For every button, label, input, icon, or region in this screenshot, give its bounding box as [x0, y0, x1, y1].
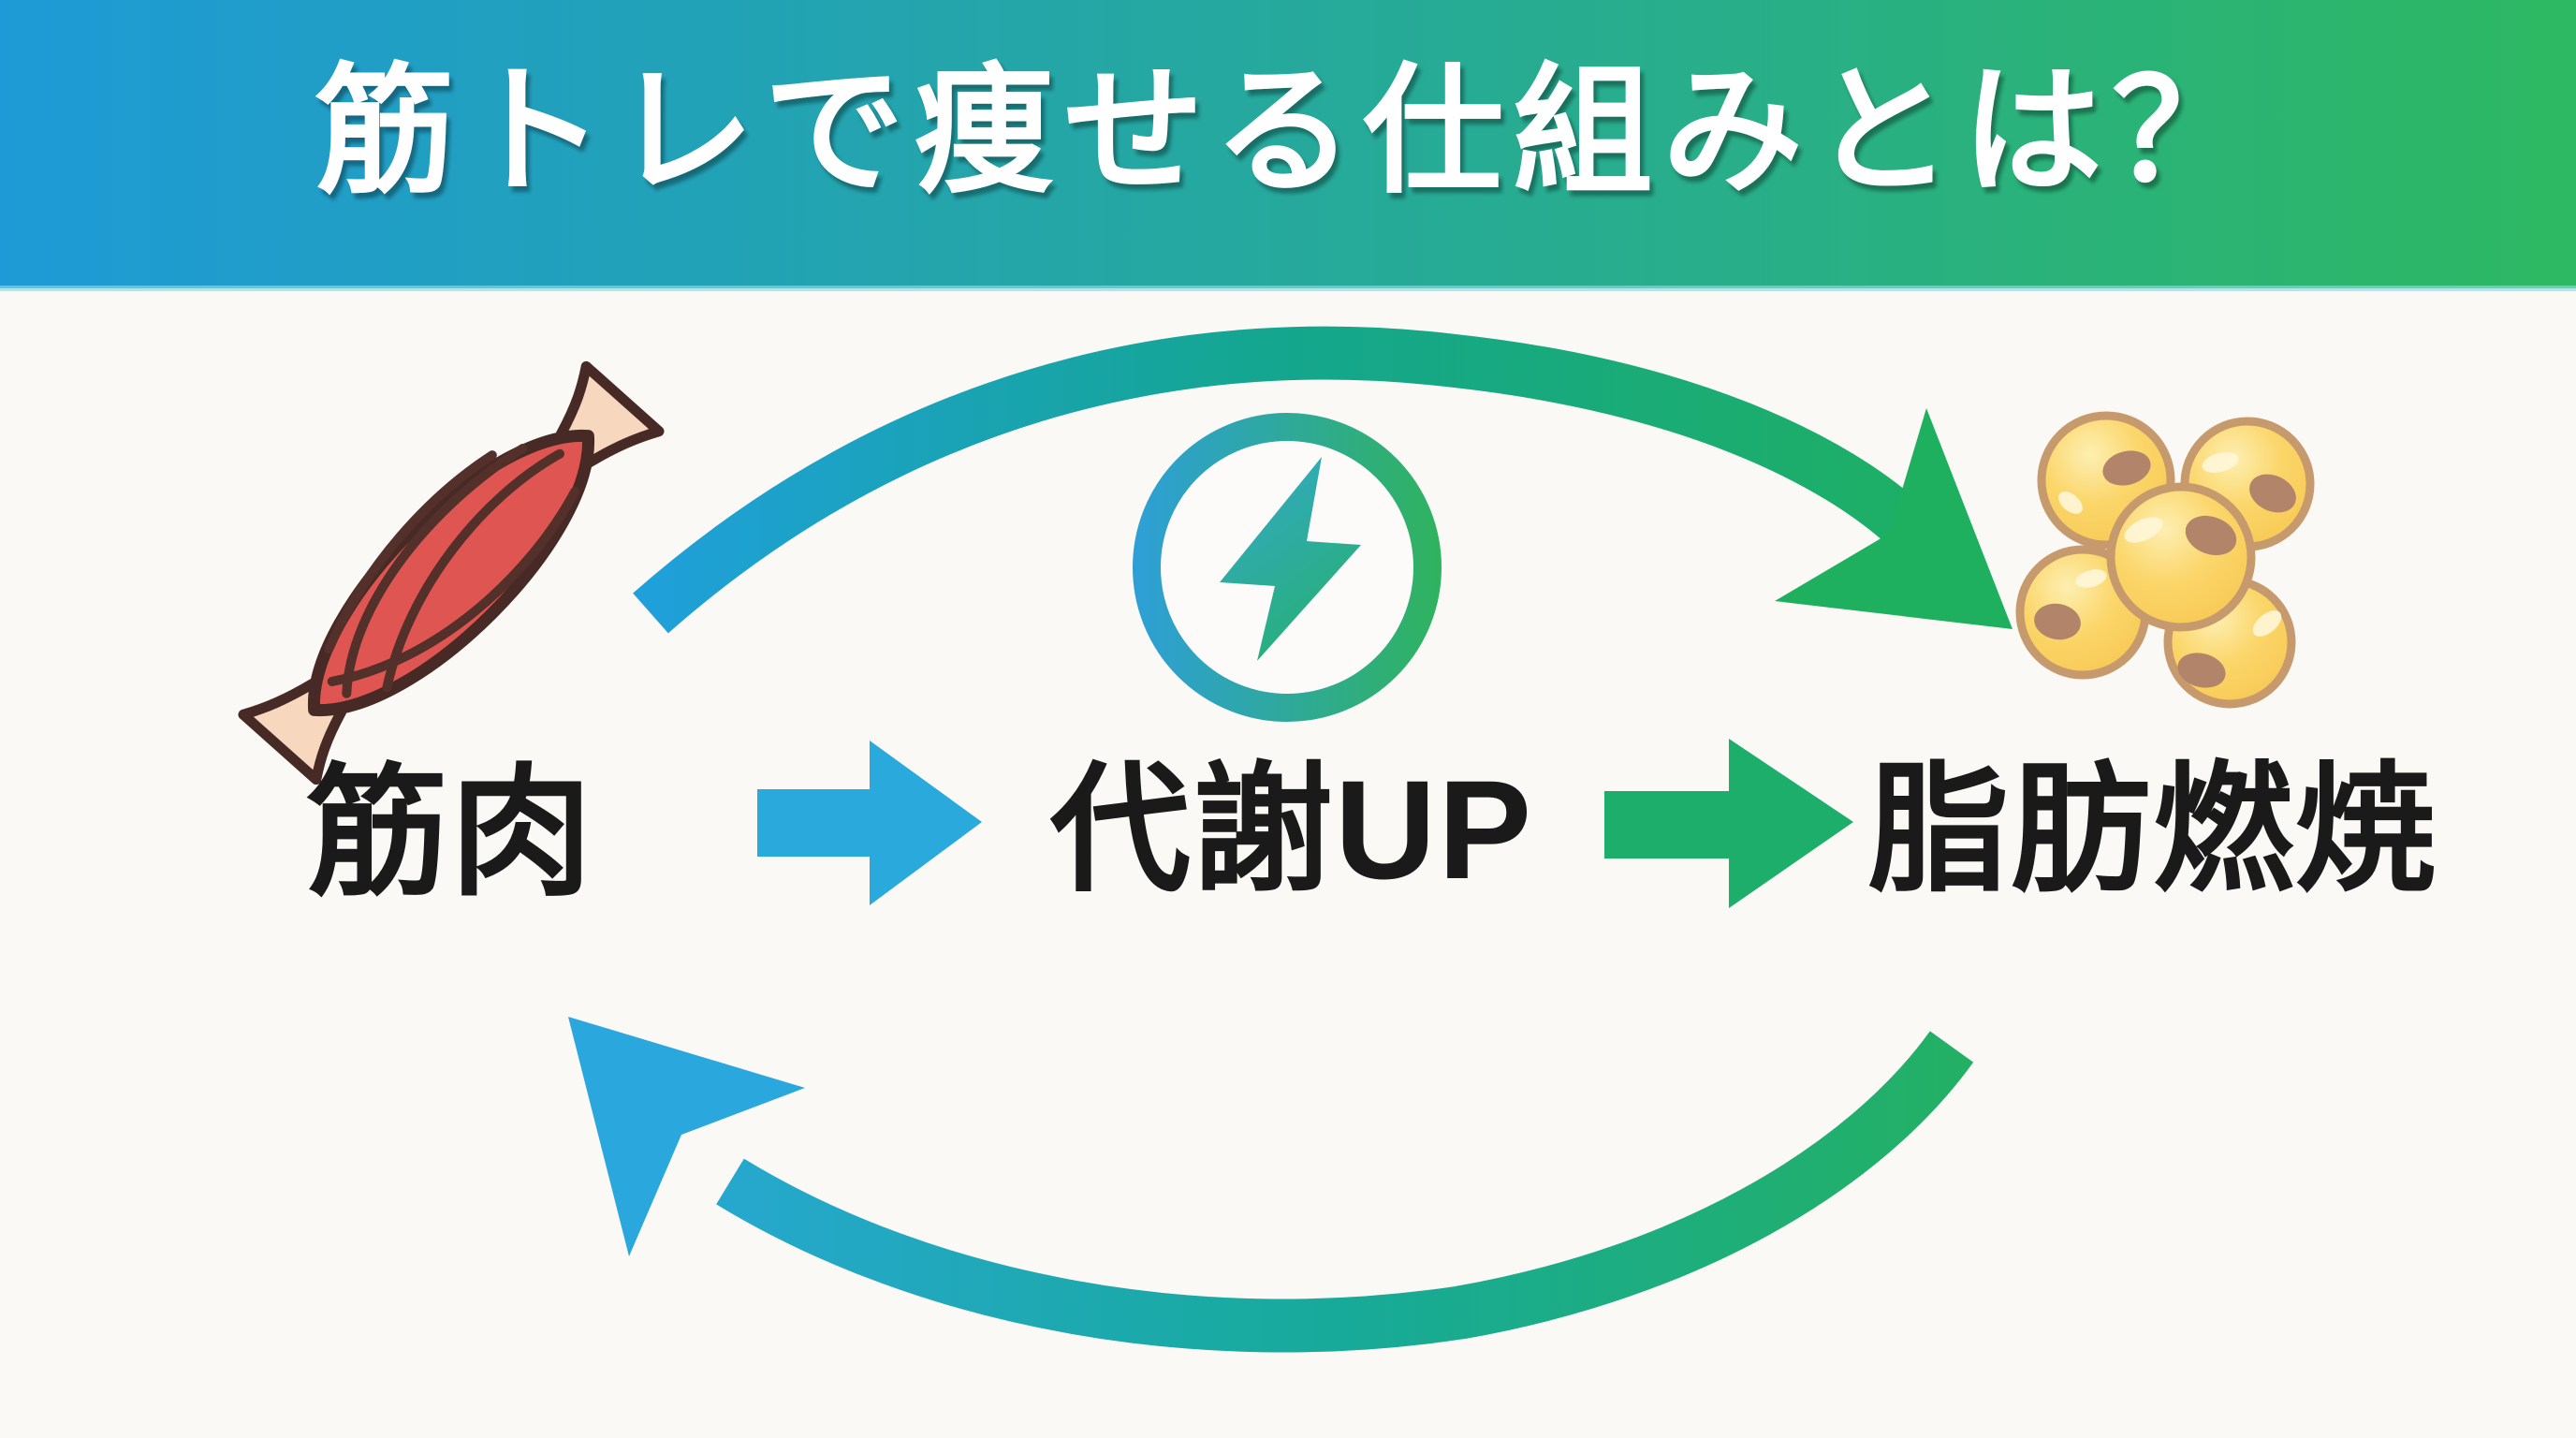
cycle-label-row: 筋肉 代謝UP 脂肪燃焼 — [306, 739, 2437, 913]
header: 筋トレで痩せる仕組みとは？ — [0, 0, 2576, 291]
label-fat-burning: 脂肪燃焼 — [1868, 751, 2437, 908]
fat-cell — [2106, 482, 2256, 632]
header-divider — [0, 286, 2576, 291]
muscle-icon — [238, 360, 665, 785]
arrow-muscle-to-metabolism — [757, 741, 982, 905]
loop-arrow-bottom — [568, 1017, 1974, 1353]
loop-arrow-top-head — [1775, 408, 2012, 629]
loop-arrow-bottom-band — [716, 1031, 1974, 1353]
loop-arrow-top — [633, 326, 2012, 634]
loop-arrow-top-band — [633, 326, 1928, 634]
loop-arrow-bottom-head — [568, 1017, 805, 1256]
fat-cells-icon — [2015, 411, 2315, 709]
header-background — [0, 0, 2576, 288]
label-muscle: 筋肉 — [306, 754, 594, 913]
lightning-bolt-circle-icon — [1132, 412, 1442, 723]
arrow-metabolism-to-fat-burning — [1604, 739, 1853, 908]
lightning-bolt-icon — [1220, 457, 1361, 661]
label-metabolism: 代謝UP — [1049, 751, 1533, 908]
muscle-fibers — [324, 444, 580, 698]
page-title: 筋トレで痩せる仕組みとは？ — [315, 52, 2261, 210]
